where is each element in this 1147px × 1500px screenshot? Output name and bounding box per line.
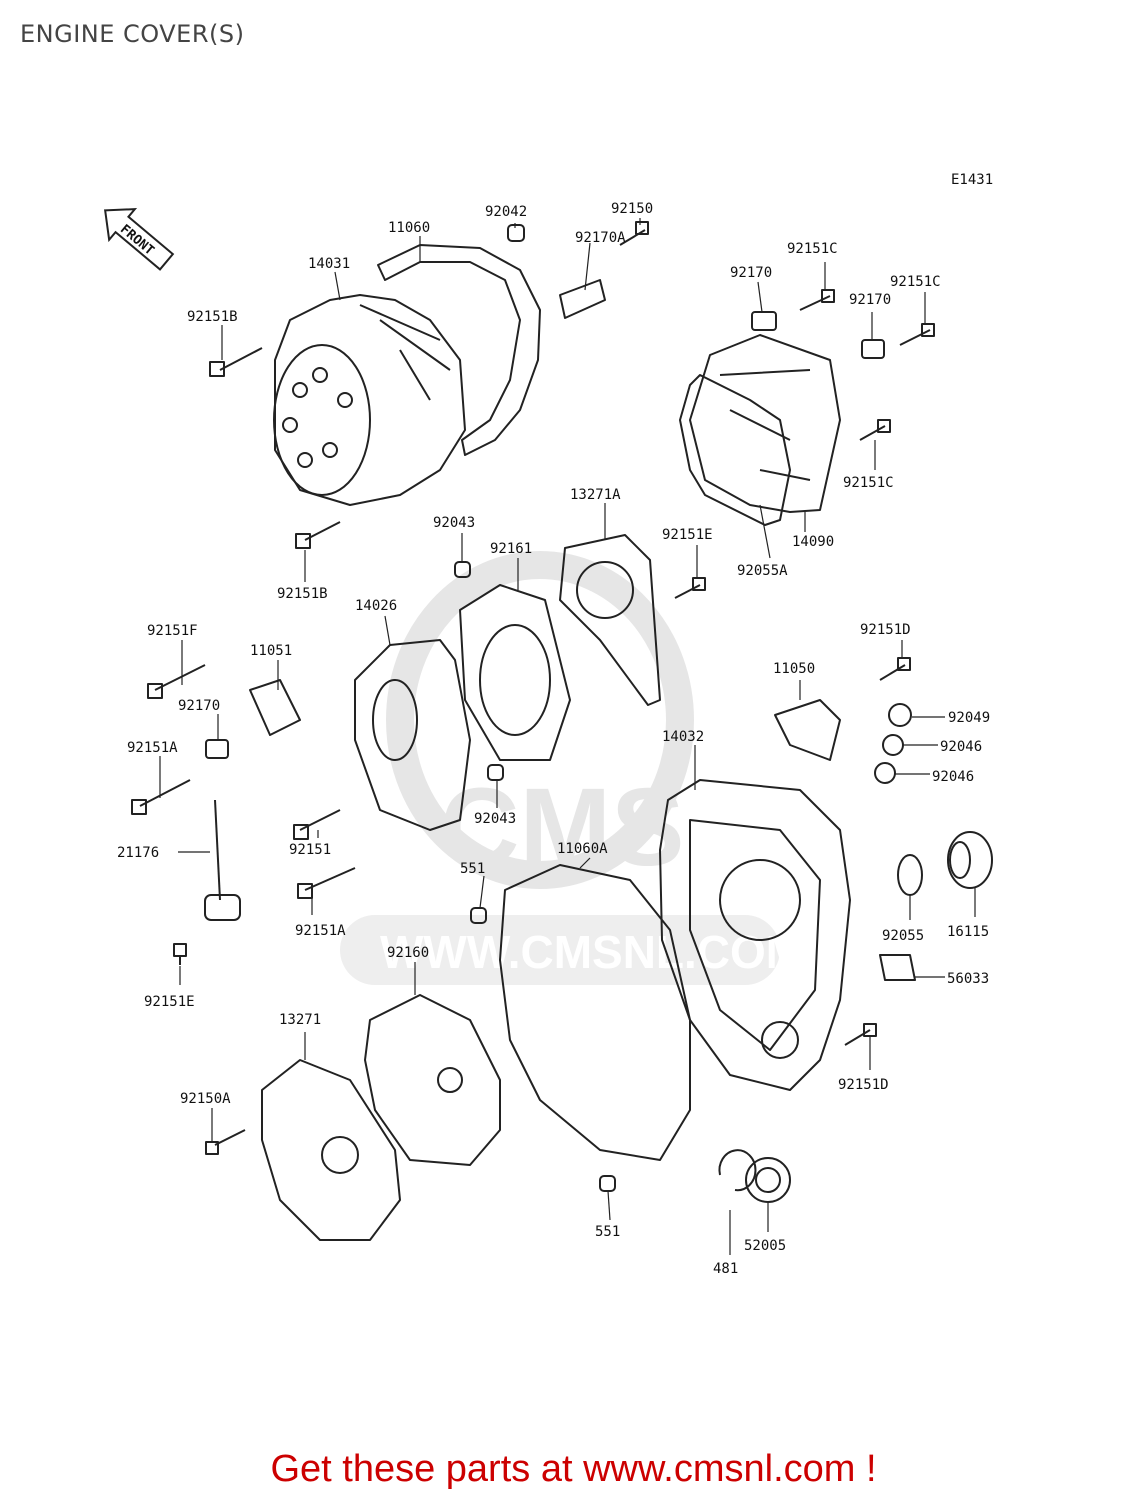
diagram-code: E1431 <box>951 172 993 188</box>
callout-92151F: 92151F <box>147 623 198 639</box>
clamp-92170-b <box>861 339 885 359</box>
callout-21176: 21176 <box>117 845 159 861</box>
callout-92151B-top: 92151B <box>187 309 238 325</box>
callout-92042: 92042 <box>485 204 527 220</box>
dowel-551-top <box>470 907 487 924</box>
dowel-551-bot <box>599 1175 616 1192</box>
callout-92170-a: 92170 <box>730 265 772 281</box>
exploded-parts-diagram: CMS WWW.CMSNL.COM FRONT E1431 <box>104 172 993 1277</box>
bolt-92151C-c <box>859 419 891 441</box>
gasket-11060 <box>377 244 541 456</box>
watermark: CMS WWW.CMSNL.COM <box>340 551 804 985</box>
callout-92160: 92160 <box>387 945 429 961</box>
gasket-92055A <box>679 374 791 526</box>
callout-14032: 14032 <box>662 729 704 745</box>
callout-14026: 14026 <box>355 598 397 614</box>
cover-14090 <box>689 334 841 513</box>
watermark-url: WWW.CMSNL.COM <box>380 926 804 978</box>
label-56033 <box>879 954 916 981</box>
dowel-92043-mid <box>487 764 504 781</box>
bolt-92151A-mid <box>297 867 356 899</box>
callout-92043-top: 92043 <box>433 515 475 531</box>
callout-551-bot: 551 <box>595 1224 620 1240</box>
callout-56033: 56033 <box>947 971 989 987</box>
callout-92151C-b: 92151C <box>890 274 941 290</box>
front-direction-marker: FRONT <box>104 208 175 271</box>
callout-92046-a: 92046 <box>940 739 982 755</box>
generator-cover-14031 <box>273 294 466 506</box>
callout-481: 481 <box>713 1261 738 1277</box>
bracket-11051 <box>249 679 301 736</box>
cover-92161 <box>459 584 571 761</box>
plate-13271A <box>559 534 661 706</box>
cover-14026 <box>354 639 471 831</box>
callout-92151E-bot: 92151E <box>144 994 195 1010</box>
callout-14031: 14031 <box>308 256 350 272</box>
seal-92049 <box>888 703 912 727</box>
callout-92049: 92049 <box>948 710 990 726</box>
bolt-92150 <box>619 221 649 246</box>
callout-92151A-mid: 92151A <box>295 923 346 939</box>
callout-16115: 16115 <box>947 924 989 940</box>
bolt-92151B-top <box>209 347 263 377</box>
leader-lines <box>159 218 976 1255</box>
callout-92161: 92161 <box>490 541 532 557</box>
bolt-92151E-bot <box>173 943 187 965</box>
callout-92151A-left: 92151A <box>127 740 178 756</box>
callout-92151C-a: 92151C <box>787 241 838 257</box>
callout-92170-c: 92170 <box>178 698 220 714</box>
bolt-92151B-mid <box>295 521 341 549</box>
callout-92170-b: 92170 <box>849 292 891 308</box>
callout-92151: 92151 <box>289 842 331 858</box>
bolt-92151 <box>293 809 341 840</box>
callout-11060A: 11060A <box>557 841 608 857</box>
callout-92151C-c: 92151C <box>843 475 894 491</box>
part-callouts: 11060 92042 92150 92170A 14031 92151B 92… <box>117 201 990 1277</box>
callout-92043-mid: 92043 <box>474 811 516 827</box>
watermark-logo: CMS <box>440 766 684 889</box>
callout-92055A: 92055A <box>737 563 788 579</box>
gasket-11060A <box>499 864 691 1161</box>
clamp-92170-c <box>205 739 229 759</box>
bolt-92151C-b <box>899 323 935 346</box>
page-title: ENGINE COVER(S) <box>20 20 245 48</box>
plate-13271 <box>261 1059 401 1241</box>
callout-92055: 92055 <box>882 928 924 944</box>
bolt-92151A-left <box>131 779 191 815</box>
bolt-92151F <box>147 664 206 699</box>
clamp-92170A <box>559 279 606 319</box>
clamp-92170-a <box>751 311 777 331</box>
callout-13271A: 13271A <box>570 487 621 503</box>
callout-11050: 11050 <box>773 661 815 677</box>
callout-92046-b: 92046 <box>932 769 974 785</box>
callout-92151E-top: 92151E <box>662 527 713 543</box>
plate-92160 <box>364 994 501 1166</box>
seal-92046-a <box>882 734 904 756</box>
parts-shop-link[interactable]: Get these parts at www.cmsnl.com ! <box>270 1448 877 1490</box>
callout-92150A: 92150A <box>180 1091 231 1107</box>
bolt-92151E-top <box>674 577 706 599</box>
callout-13271: 13271 <box>279 1012 321 1028</box>
bolt-92151D-top <box>879 657 911 681</box>
callout-11060: 11060 <box>388 220 430 236</box>
seal-92046-b <box>874 762 896 784</box>
bracket-11050 <box>774 699 841 761</box>
circlip-481 <box>718 1149 757 1192</box>
cap-16115 <box>947 831 993 889</box>
callout-14090: 14090 <box>792 534 834 550</box>
callout-551-top: 551 <box>460 861 485 877</box>
callout-92151D-top: 92151D <box>860 622 911 638</box>
shaft-21176 <box>204 799 241 921</box>
bolt-92151D-bot <box>844 1023 877 1046</box>
callout-11051: 11051 <box>250 643 292 659</box>
callout-92151B-mid: 92151B <box>277 586 328 602</box>
callout-92150: 92150 <box>611 201 653 217</box>
clutch-cover-14032 <box>659 779 851 1091</box>
callout-92151D-bot: 92151D <box>838 1077 889 1093</box>
dowel-92042 <box>507 224 525 242</box>
callout-52005: 52005 <box>744 1238 786 1254</box>
o-ring-92055 <box>897 854 923 896</box>
bolt-92151C-a <box>799 289 835 311</box>
callout-92170A: 92170A <box>575 230 626 246</box>
